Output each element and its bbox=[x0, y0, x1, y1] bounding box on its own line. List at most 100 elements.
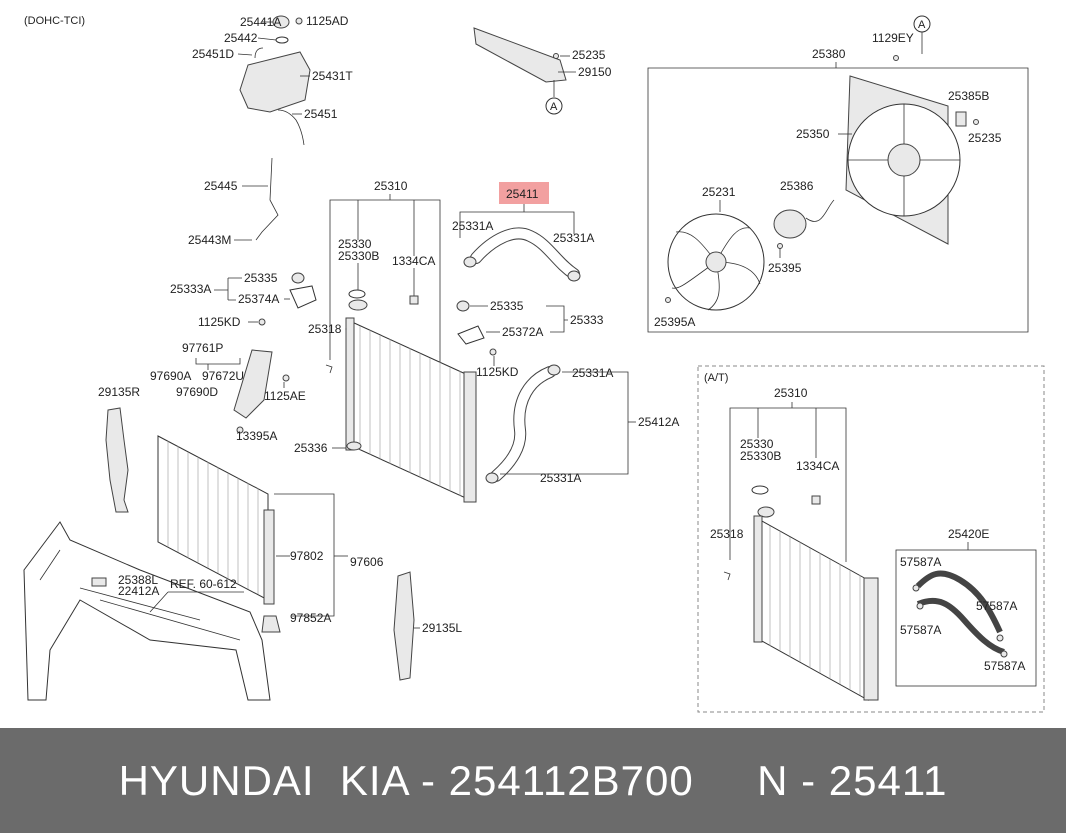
label-97672U: 97672U bbox=[202, 369, 244, 383]
ref-a-marker-1 bbox=[545, 97, 563, 115]
label-97690D: 97690D bbox=[176, 385, 218, 399]
label-25331A-lower-top: 25331A bbox=[572, 366, 613, 380]
oil-cooler-hose-box bbox=[895, 549, 1037, 687]
label-1129EY: 1129EY bbox=[872, 31, 914, 45]
ref-a-label-2: A bbox=[918, 19, 926, 31]
label-25330B-at: 25330B bbox=[740, 449, 781, 463]
label-25451D: 25451D bbox=[192, 47, 234, 61]
hose-lower-25420E bbox=[916, 597, 1005, 655]
air-guard-left-group: 29135L bbox=[393, 571, 462, 681]
cap-seal bbox=[275, 36, 289, 44]
label-25235-fan: 25235 bbox=[968, 131, 1002, 145]
label-1125AE: 1125AE bbox=[264, 389, 306, 403]
bolt-1125KD bbox=[258, 318, 266, 326]
label-1125KD-left: 1125KD bbox=[198, 315, 241, 329]
upper-shroud-29150 bbox=[473, 27, 567, 83]
radiator-cap-gasket bbox=[348, 289, 366, 299]
label-25412A: 25412A bbox=[638, 415, 679, 429]
radiator-tank-right bbox=[463, 371, 477, 503]
label-25395: 25395 bbox=[768, 261, 802, 275]
reservoir-tank bbox=[239, 51, 311, 113]
ref-a-label-1: A bbox=[550, 101, 558, 113]
condenser-core bbox=[157, 435, 269, 601]
label-25231: 25231 bbox=[702, 185, 736, 199]
label-25451: 25451 bbox=[304, 107, 338, 121]
fan-assembly-frame bbox=[647, 67, 1029, 333]
drain-plug-25336 bbox=[346, 441, 362, 451]
pipe-bracket-97761P bbox=[233, 349, 273, 419]
label-25335-left: 25335 bbox=[244, 271, 278, 285]
label-29135R: 29135R bbox=[98, 385, 140, 399]
cap-97852A bbox=[261, 615, 281, 633]
label-25310: 25310 bbox=[374, 179, 408, 193]
label-1125KD-right: 1125KD bbox=[476, 365, 519, 379]
radiator-core-at bbox=[759, 519, 869, 701]
main-radiator-group: 25310 25330 25330B 1334CA 25318 25336 bbox=[294, 179, 477, 503]
label-25411: 25411 bbox=[506, 187, 539, 201]
parts-diagram: (DOHC-TCI) 25441A 1125AD 25442 25451D 25… bbox=[23, 14, 1045, 713]
label-25388L: 25388L bbox=[118, 573, 158, 587]
label-57587A-3: 57587A bbox=[900, 623, 941, 637]
label-25331A-upper-right: 25331A bbox=[553, 231, 594, 245]
bracket-25374A bbox=[289, 285, 317, 309]
label-25385B: 25385B bbox=[948, 89, 989, 103]
clamp-25331A-4 bbox=[485, 472, 499, 484]
label-25335-right: 25335 bbox=[490, 299, 524, 313]
air-guard-29135R bbox=[105, 407, 129, 513]
label-25333: 25333 bbox=[570, 313, 604, 327]
label-25330B: 25330B bbox=[338, 249, 379, 263]
label-25441A: 25441A bbox=[240, 15, 281, 29]
label-25330-at: 25330 bbox=[740, 437, 774, 451]
condenser-group: 97802 97606 97852A bbox=[157, 435, 384, 633]
label-25431T: 25431T bbox=[312, 69, 353, 83]
label-25442: 25442 bbox=[224, 31, 258, 45]
label-29150: 29150 bbox=[578, 65, 612, 79]
at-variant-box bbox=[697, 365, 1045, 713]
air-guard-right-group: 29135R bbox=[98, 385, 140, 513]
label-97761P: 97761P bbox=[182, 341, 223, 355]
fan-assembly-group: A 1129EY 25380 25350 25385B 25235 25231 bbox=[647, 15, 1029, 333]
fan-motor-25386 bbox=[773, 209, 807, 239]
clip-25385B bbox=[955, 111, 967, 127]
label-97802: 97802 bbox=[290, 549, 324, 563]
label-1334CA-at: 1334CA bbox=[796, 459, 839, 473]
reservoir-group: 25441A 1125AD 25442 25451D 25431T 25451 … bbox=[188, 14, 353, 247]
bracket-1334CA bbox=[409, 295, 419, 305]
variant-label: (DOHC-TCI) bbox=[24, 15, 85, 27]
label-22412A: 22412A bbox=[118, 584, 159, 598]
label-25331A-lower-bottom: 25331A bbox=[540, 471, 581, 485]
bracket-group-right: 25335 25333 25372A 1125KD bbox=[456, 299, 604, 379]
upper-hose-group: 25411 25331A 25331A bbox=[452, 182, 594, 282]
at-variant-group: (A/T) 25310 25330 25330B 1334CA 25318 25… bbox=[697, 365, 1045, 713]
label-25235-top: 25235 bbox=[572, 48, 606, 62]
label-25336: 25336 bbox=[294, 441, 328, 455]
air-guard-29135L bbox=[393, 571, 415, 681]
label-25445: 25445 bbox=[204, 179, 238, 193]
label-25333A: 25333A bbox=[170, 282, 211, 296]
label-at: (A/T) bbox=[704, 372, 728, 384]
label-25372A: 25372A bbox=[502, 325, 543, 339]
part-number-text: HYUNDAI KIA - 254112B700 N - 25411 bbox=[118, 756, 948, 804]
label-25420E: 25420E bbox=[948, 527, 989, 541]
hose-upper-25420E bbox=[915, 570, 1003, 634]
clamp-25331A-3 bbox=[547, 364, 561, 376]
label-25350: 25350 bbox=[796, 127, 830, 141]
receiver-drier-97802 bbox=[263, 509, 275, 605]
bracket-25372A bbox=[457, 325, 485, 345]
label-57587A-4: 57587A bbox=[984, 659, 1025, 673]
label-13395A: 13395A bbox=[236, 429, 277, 443]
label-29135L: 29135L bbox=[422, 621, 462, 635]
label-25318-at: 25318 bbox=[710, 527, 744, 541]
sensor-group: 97761P 97690A 97672U 97690D 1125AE 13395… bbox=[150, 341, 306, 443]
label-25310-at: 25310 bbox=[774, 386, 808, 400]
hose-25451D bbox=[254, 47, 264, 59]
label-25380: 25380 bbox=[812, 47, 846, 61]
label-25330: 25330 bbox=[338, 237, 372, 251]
label-97690A: 97690A bbox=[150, 369, 191, 383]
front-end-module bbox=[23, 521, 271, 701]
hose-25451 bbox=[277, 109, 305, 146]
label-25443M: 25443M bbox=[188, 233, 231, 247]
label-25374A: 25374A bbox=[238, 292, 279, 306]
mount-25335-right bbox=[456, 300, 470, 312]
front-carrier-group: 25388L 22412A REF. 60-612 bbox=[23, 521, 271, 701]
